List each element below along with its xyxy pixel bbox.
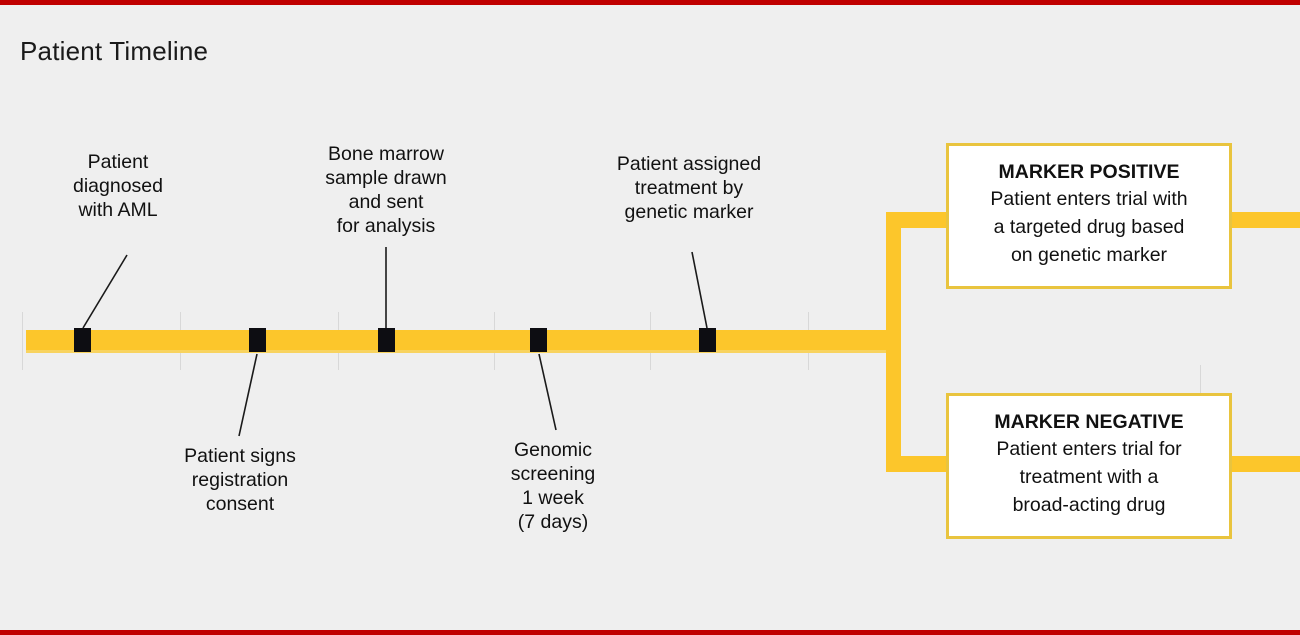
label-line: with AML [78, 199, 158, 221]
label-line: genetic marker [624, 201, 754, 223]
outcome-body-line: Patient enters trial with [990, 188, 1188, 210]
leader-line-diagnosis [82, 254, 128, 329]
milestone-marker-diagnosis[interactable] [74, 328, 91, 352]
axis-tick [22, 312, 23, 370]
outcome-body-line: Patient enters trial for [996, 438, 1182, 460]
milestone-label-bone-marrow-sample: Bone marrow sample drawn and sent for an… [296, 142, 476, 238]
outcome-body-line: broad-acting drug [1012, 494, 1166, 516]
label-line: and sent [348, 191, 424, 213]
timeline-axis-bar [26, 330, 886, 350]
outcome-body-line: on genetic marker [1010, 244, 1168, 266]
outcome-body-marker-positive: Patient enters trial with a targeted dru… [949, 185, 1229, 269]
label-line: Bone marrow [328, 143, 444, 165]
label-line: Patient [87, 151, 149, 173]
label-line: consent [205, 493, 275, 515]
label-line: 1 week [522, 487, 584, 509]
milestone-label-genomic-screening: Genomic screening 1 week (7 days) [468, 438, 638, 534]
leader-line-treatment-assignment [691, 251, 708, 329]
leader-line-genomic-screening [538, 353, 557, 431]
outcome-body-line: a targeted drug based [993, 216, 1185, 238]
label-line: Genomic [513, 439, 593, 461]
leader-line-registration-consent [238, 353, 258, 437]
branch-connector-negative-out [1228, 456, 1300, 472]
label-line: screening [510, 463, 596, 485]
label-line: (7 days) [517, 511, 589, 533]
top-rule [0, 0, 1300, 5]
page-title: Patient Timeline [20, 36, 209, 66]
axis-tick [1200, 365, 1201, 393]
outcome-title-marker-positive: MARKER POSITIVE [998, 161, 1180, 183]
label-line: Patient assigned [616, 153, 762, 175]
milestone-label-treatment-assignment: Patient assigned treatment by genetic ma… [594, 152, 784, 224]
milestone-label-diagnosis: Patient diagnosed with AML [38, 150, 198, 222]
milestone-label-registration-consent: Patient signs registration consent [152, 444, 328, 516]
milestone-marker-bone-marrow-sample[interactable] [378, 328, 395, 352]
label-line: registration [191, 469, 289, 491]
outcome-title-marker-negative: MARKER NEGATIVE [994, 411, 1184, 433]
label-line: for analysis [336, 215, 436, 237]
milestone-marker-genomic-screening[interactable] [530, 328, 547, 352]
label-line: Patient signs [184, 445, 296, 467]
outcome-box-marker-positive[interactable]: MARKER POSITIVE Patient enters trial wit… [946, 143, 1232, 289]
outcome-body-marker-negative: Patient enters trial for treatment with … [949, 435, 1229, 519]
label-line: diagnosed [73, 175, 163, 197]
branch-stem [886, 212, 901, 472]
milestone-marker-registration-consent[interactable] [249, 328, 266, 352]
milestone-marker-treatment-assignment[interactable] [699, 328, 716, 352]
bottom-rule [0, 630, 1300, 635]
outcome-body-line: treatment with a [1019, 466, 1159, 488]
timeline-axis-bar-shadow [26, 350, 886, 353]
outcome-box-marker-negative[interactable]: MARKER NEGATIVE Patient enters trial for… [946, 393, 1232, 539]
label-line: sample drawn [325, 167, 447, 189]
branch-connector-positive-out [1228, 212, 1300, 228]
label-line: treatment by [634, 177, 744, 199]
